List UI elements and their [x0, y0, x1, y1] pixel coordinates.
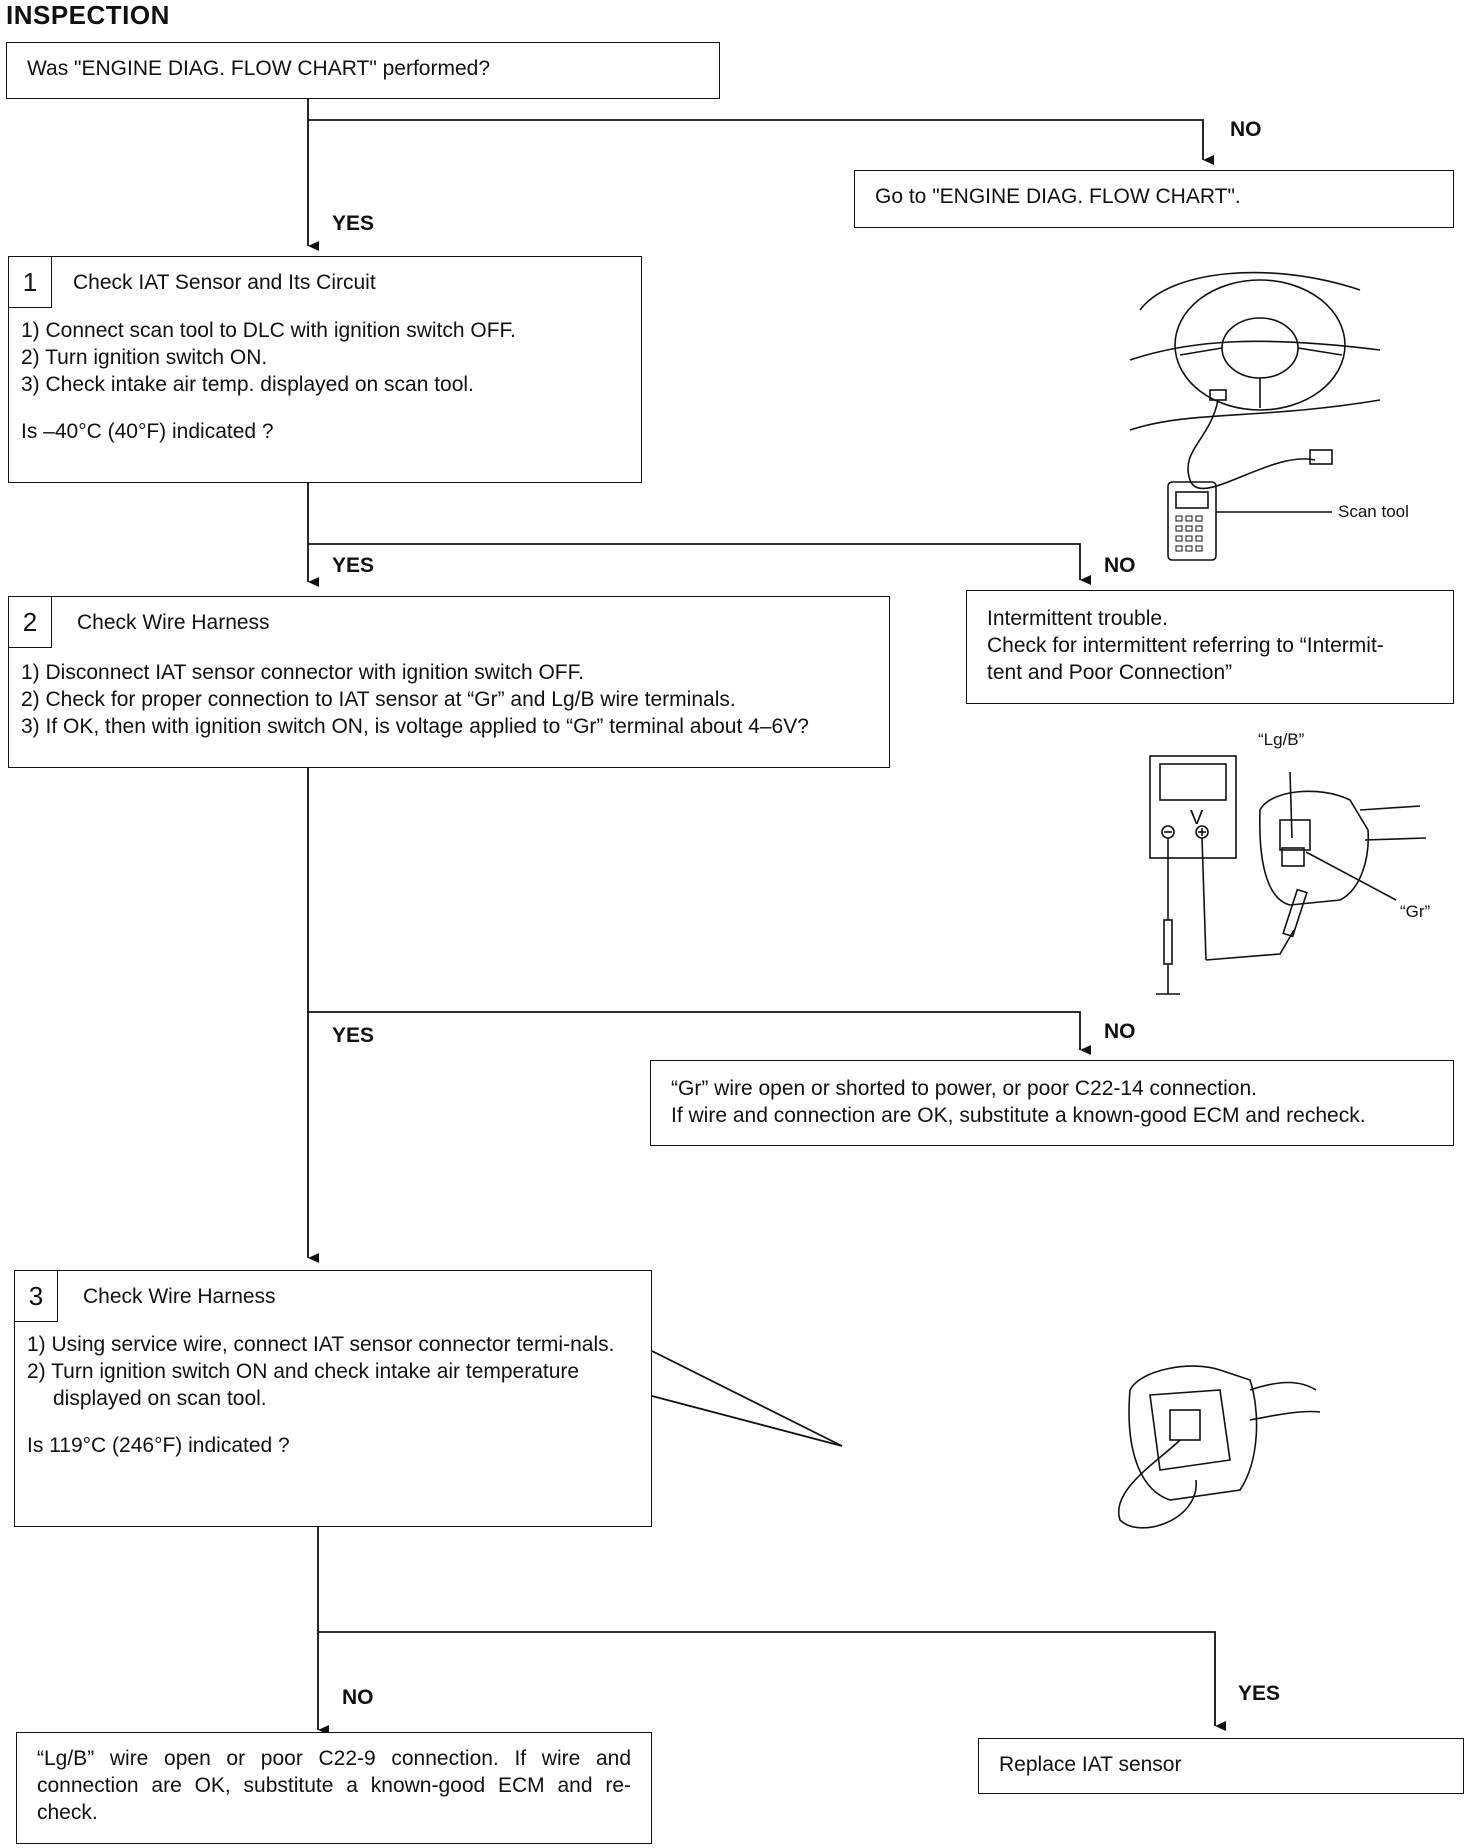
step1-number: 1 [9, 257, 52, 308]
connector-cavity [1279, 819, 1311, 851]
yes-label-step3: YES [1238, 1682, 1281, 1705]
step2-header: 2 Check Wire Harness [9, 597, 889, 648]
intermittent-trouble-box: Intermittent trouble. Check for intermit… [966, 590, 1454, 704]
yes-label-start: YES [332, 212, 375, 235]
yes-label-step1: YES [332, 554, 375, 577]
step2-instructions: 1) Disconnect IAT sensor connector with … [9, 647, 889, 740]
iat-connector [1258, 790, 1370, 906]
no-label-start: NO [1230, 118, 1262, 141]
voltmeter-illustration: V [1149, 755, 1427, 995]
positive-lead [1201, 837, 1207, 961]
start-question-text: Was "ENGINE DIAG. FLOW CHART" performed? [27, 57, 490, 80]
arrow-step1-no [308, 543, 1091, 585]
step1-box: 1 Check IAT Sensor and Its Circuit 1) Co… [8, 256, 642, 483]
start-question-box: Was "ENGINE DIAG. FLOW CHART" performed? [6, 42, 720, 99]
cable-plug [1309, 449, 1333, 465]
voltmeter-body [1149, 755, 1237, 859]
intermittent-line: Intermittent trouble. [987, 607, 1168, 630]
gr-label: “Gr” [1400, 902, 1431, 921]
replace-iat-sensor-box: Replace IAT sensor [978, 1738, 1464, 1794]
step2-instruction: 2) Check for proper connection to IAT se… [21, 688, 736, 711]
lgb-wire-box: “Lg/B” wire open or poor C22-9 connectio… [16, 1732, 652, 1844]
step2-instruction: 1) Disconnect IAT sensor connector with … [21, 661, 584, 684]
gr-wire-line: If wire and connection are OK, substitut… [671, 1104, 1366, 1127]
step3-number: 3 [15, 1271, 58, 1322]
arrow-start-no [308, 119, 1214, 165]
connector-face [1149, 1389, 1231, 1471]
no-label-step2: NO [1104, 1020, 1136, 1043]
dashboard-line [1129, 340, 1381, 361]
dashboard-line [1139, 271, 1361, 311]
scan-tool-illustration [1129, 271, 1381, 561]
gr-wire-box: “Gr” wire open or shorted to power, or p… [650, 1060, 1454, 1146]
scan-tool-screen [1175, 491, 1209, 509]
lgb-label: “Lg/B” [1258, 730, 1305, 749]
no-label-step3: NO [342, 1686, 374, 1709]
sensor-wires [1359, 805, 1427, 841]
connector-terminals [1281, 847, 1305, 867]
gr-wire-text: “Gr” wire open or shorted to power, or p… [651, 1061, 1453, 1139]
step3-instruction: 1) Using service wire, connect IAT senso… [27, 1333, 615, 1356]
step1-instruction: 2) Turn ignition switch ON. [21, 346, 268, 369]
gr-wire-line: “Gr” wire open or shorted to power, or p… [671, 1077, 1257, 1100]
arrow-step2-no [308, 1011, 1091, 1055]
steering-wheel [1174, 279, 1346, 411]
step2-box: 2 Check Wire Harness 1) Disconnect IAT s… [8, 596, 890, 768]
step2-number: 2 [9, 597, 52, 648]
lgb-wire-text: “Lg/B” wire open or poor C22-9 connectio… [37, 1747, 631, 1824]
voltmeter-label: V [1190, 807, 1204, 829]
intermittent-line: tent and Poor Connection” [987, 661, 1233, 684]
connector-cavity [1169, 1409, 1201, 1441]
sensor-wires [1249, 1381, 1321, 1421]
ground-probe [1163, 919, 1173, 965]
intermittent-line: Check for intermittent referring to “Int… [987, 634, 1384, 657]
service-wire-connector-illustration [1117, 1365, 1321, 1529]
pointer-lines [651, 1350, 843, 1447]
steering-hub [1221, 317, 1299, 379]
gr-leader [1305, 851, 1397, 901]
connector-housing [1128, 1365, 1258, 1501]
step1-title: Check IAT Sensor and Its Circuit [73, 271, 376, 294]
step1-question: Is –40°C (40°F) indicated ? [21, 420, 274, 443]
step3-box: 3 Check Wire Harness 1) Using service wi… [14, 1270, 652, 1527]
goto-flow-chart-text: Go to "ENGINE DIAG. FLOW CHART". [875, 185, 1241, 208]
intermittent-trouble-text: Intermittent trouble. Check for intermit… [967, 591, 1453, 696]
step1-instruction: 3) Check intake air temp. displayed on s… [21, 373, 474, 396]
step1-instructions: 1) Connect scan tool to DLC with ignitio… [9, 307, 641, 398]
no-label-step1: NO [1104, 554, 1136, 577]
arrow-step3-yes [318, 1631, 1226, 1731]
step2-title: Check Wire Harness [77, 611, 270, 634]
page-title: INSPECTION [6, 0, 170, 30]
lgb-leader [1289, 771, 1293, 839]
scan-tool-body [1167, 481, 1217, 561]
scan-tool-label: Scan tool [1338, 502, 1409, 521]
step3-question: Is 119°C (246°F) indicated ? [27, 1434, 290, 1457]
step1-header: 1 Check IAT Sensor and Its Circuit [9, 257, 641, 308]
yes-label-step2: YES [332, 1024, 375, 1047]
step3-header: 3 Check Wire Harness [15, 1271, 651, 1322]
step1-instruction: 1) Connect scan tool to DLC with ignitio… [21, 319, 516, 342]
replace-iat-sensor-text: Replace IAT sensor [999, 1753, 1182, 1776]
dashboard-line [1129, 399, 1381, 431]
voltmeter-display [1159, 763, 1227, 801]
step3-title: Check Wire Harness [83, 1285, 276, 1308]
positive-lead [1205, 929, 1295, 961]
step2-instruction: 3) If OK, then with ignition switch ON, … [21, 715, 809, 738]
positive-probe [1282, 888, 1308, 938]
service-wire [1117, 1439, 1197, 1529]
goto-flow-chart-box: Go to "ENGINE DIAG. FLOW CHART". [854, 170, 1454, 228]
step3-instructions: 1) Using service wire, connect IAT senso… [15, 1321, 651, 1412]
step3-instruction: 2) Turn ignition switch ON and check int… [27, 1360, 580, 1410]
